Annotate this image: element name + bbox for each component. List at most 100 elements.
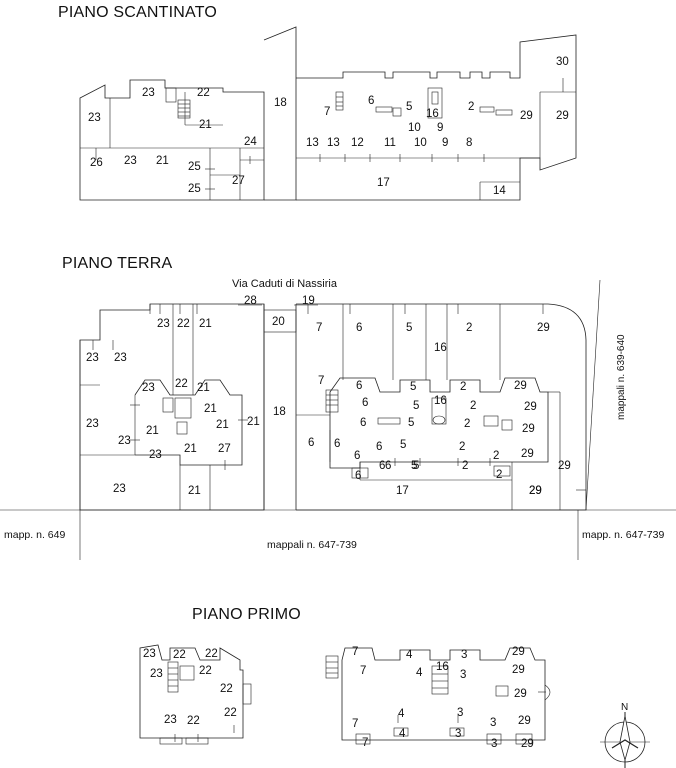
room-number: 5 bbox=[406, 322, 412, 334]
room-number: 5 bbox=[410, 381, 416, 393]
room-number: 23 bbox=[86, 418, 99, 430]
room-number: 24 bbox=[244, 136, 257, 148]
room-number: 21 bbox=[156, 155, 169, 167]
room-number: 5 bbox=[400, 439, 406, 451]
room-number: 21 bbox=[197, 382, 210, 394]
room-number: 2 bbox=[496, 469, 502, 481]
room-number: 5 bbox=[411, 460, 417, 472]
ground-plan bbox=[0, 279, 676, 560]
room-number: 23 bbox=[88, 112, 101, 124]
room-number: 16 bbox=[434, 395, 447, 407]
room-number: 30 bbox=[556, 56, 569, 68]
room-number: 7 bbox=[352, 718, 358, 730]
room-number: 6 bbox=[334, 438, 340, 450]
room-number: 9 bbox=[437, 122, 443, 134]
room-number: 29 bbox=[520, 110, 533, 122]
room-number: 5 bbox=[413, 400, 419, 412]
room-number: 27 bbox=[218, 443, 231, 455]
room-number: 29 bbox=[521, 738, 534, 750]
room-number: 4 bbox=[399, 728, 406, 740]
ground-east-building-outline bbox=[329, 377, 549, 469]
room-number: 23 bbox=[113, 483, 126, 495]
room-number: 6 bbox=[376, 441, 382, 453]
room-number: 6 bbox=[360, 417, 366, 429]
room-number: 21 bbox=[184, 443, 197, 455]
room-number: 28 bbox=[244, 295, 257, 307]
room-number: 6 bbox=[368, 95, 374, 107]
mapp-left-label: mapp. n. 649 bbox=[4, 529, 65, 541]
room-number: 2 bbox=[460, 381, 466, 393]
room-number: 22 bbox=[197, 87, 210, 99]
room-20-box bbox=[263, 309, 297, 333]
room-number: 7 bbox=[324, 106, 330, 118]
room-number: 22 bbox=[177, 318, 190, 330]
room-number: 12 bbox=[351, 137, 364, 149]
room-number: 21 bbox=[204, 403, 217, 415]
room-number: 21 bbox=[199, 318, 212, 330]
room-number: 29 bbox=[512, 646, 525, 658]
mapp-right-label: mapp. n. 647-739 bbox=[582, 529, 664, 541]
room-number: 6 bbox=[356, 380, 362, 392]
room-number: 14 bbox=[493, 185, 506, 197]
mappali-bottom-label: mappali n. 647-739 bbox=[267, 539, 357, 551]
basement-stair-symbols bbox=[165, 87, 513, 119]
room-number: 21 bbox=[199, 119, 212, 131]
room-number: 29 bbox=[514, 380, 527, 392]
room-number: 22 bbox=[199, 665, 212, 677]
room-number: 23 bbox=[124, 155, 137, 167]
room-number: 27 bbox=[232, 175, 245, 187]
room-number: 17 bbox=[396, 485, 409, 497]
room-number: 3 bbox=[461, 649, 467, 661]
room-number: 6 bbox=[355, 470, 361, 482]
first-plan bbox=[139, 644, 551, 745]
room-number: 3 bbox=[455, 728, 461, 740]
first-east-building-outline bbox=[341, 647, 546, 741]
room-number: 21 bbox=[188, 485, 201, 497]
room-number: 23 bbox=[142, 382, 155, 394]
room-number: 6 bbox=[354, 450, 360, 462]
room-number: 29 bbox=[556, 110, 569, 122]
room-number: 7 bbox=[318, 375, 324, 387]
room-number: 29 bbox=[512, 664, 525, 676]
room-number: 9 bbox=[442, 137, 448, 149]
basement-floor-title: PIANO SCANTINATO bbox=[58, 4, 218, 21]
room-number: 5 bbox=[406, 101, 412, 113]
ground-west-block-outline bbox=[79, 303, 265, 511]
ground-stair-symbols bbox=[162, 389, 513, 479]
room-number: 22 bbox=[173, 649, 186, 661]
room-number: 19 bbox=[302, 295, 315, 307]
north-arrow-icon bbox=[600, 712, 650, 768]
room-number: 16 bbox=[434, 342, 447, 354]
room-number: 13 bbox=[327, 137, 340, 149]
room-number: 29 bbox=[529, 485, 542, 497]
room-number: 20 bbox=[272, 316, 285, 328]
room-number: 29 bbox=[529, 485, 542, 497]
lot-boundary-east bbox=[585, 279, 601, 511]
room-number: 2 bbox=[466, 322, 472, 334]
basement-east-block-outline bbox=[296, 34, 577, 201]
room-number: 17 bbox=[377, 177, 390, 189]
room-number: 22 bbox=[205, 648, 218, 660]
basement-corridor-18 bbox=[263, 26, 297, 201]
room-number: 2 bbox=[464, 418, 470, 430]
room-number: 29 bbox=[514, 688, 527, 700]
room-number: 22 bbox=[220, 683, 233, 695]
room-number: 23 bbox=[142, 87, 155, 99]
room-number: 23 bbox=[114, 352, 127, 364]
room-number: 29 bbox=[524, 401, 537, 413]
room-number: 2 bbox=[462, 460, 468, 472]
north-label: N bbox=[621, 702, 628, 713]
ground-corridor-18 bbox=[263, 304, 297, 510]
room-number: 6 bbox=[356, 322, 362, 334]
room-number: 23 bbox=[150, 668, 163, 680]
room-number: 7 bbox=[316, 322, 322, 334]
room-number: 2 bbox=[459, 441, 465, 453]
room-number: 22 bbox=[175, 378, 188, 390]
side-mappali-label: mappali n. 639-640 bbox=[616, 334, 627, 420]
room-number: 7 bbox=[360, 665, 366, 677]
room-number: 2 bbox=[468, 101, 474, 113]
room-number: 22 bbox=[187, 715, 200, 727]
room-number: 3 bbox=[457, 707, 463, 719]
